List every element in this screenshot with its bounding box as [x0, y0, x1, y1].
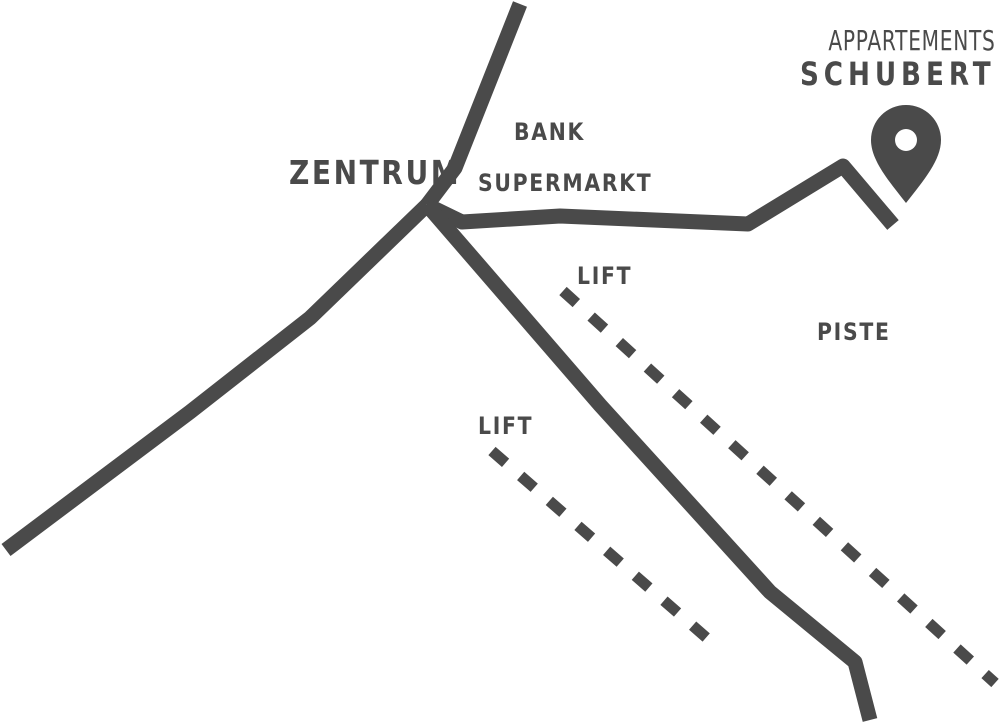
- road-southwest: [1, 199, 433, 556]
- label-lift-upper: LIFT: [577, 262, 633, 290]
- logo-line-appartements: APPARTEMENTS: [828, 24, 996, 57]
- road-east-to-apartments: [423, 158, 899, 232]
- label-lift-lower: LIFT: [478, 412, 534, 440]
- lift-upper-line: [559, 286, 999, 688]
- lift-lower-line: [488, 446, 720, 651]
- label-zentrum: ZENTRUM: [289, 153, 462, 192]
- logo-line-schubert: SCHUBERT: [800, 55, 996, 93]
- road-north: [421, 1, 527, 210]
- road-southeast: [421, 200, 878, 722]
- location-pin-icon: [871, 105, 941, 203]
- logo: APPARTEMENTS SCHUBERT: [757, 24, 996, 93]
- label-piste: PISTE: [817, 318, 891, 346]
- label-bank: BANK: [514, 118, 586, 146]
- label-supermarkt: SUPERMARKT: [478, 169, 653, 197]
